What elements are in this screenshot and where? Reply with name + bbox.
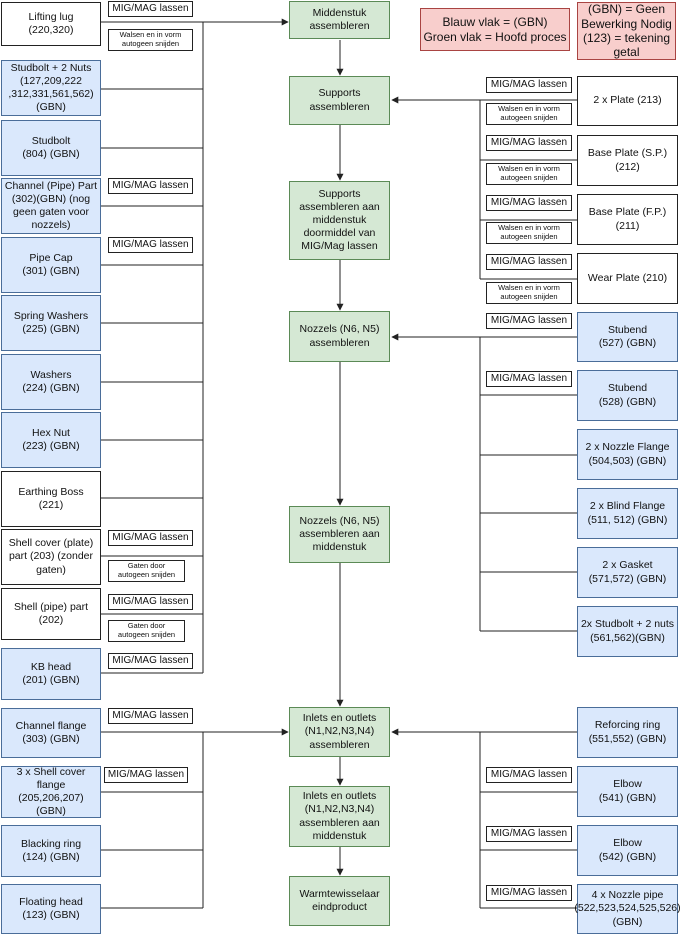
process-nozzels-aan-middenstuk: Nozzels (N6, N5) assembleren aan middens… <box>289 506 390 563</box>
label-mig-stubend-527: MIG/MAG lassen <box>486 313 572 329</box>
part-studbolt: Studbolt (804) (GBN) <box>1 120 101 176</box>
label-mig-channel-flange: MIG/MAG lassen <box>108 708 193 724</box>
part-hex-nut: Hex Nut (223) (GBN) <box>1 412 101 468</box>
process-inlets-outlets-aan-middenstuk: Inlets en outlets (N1,N2,N3,N4) assemble… <box>289 786 390 847</box>
label-mig-elbow-541: MIG/MAG lassen <box>486 767 572 783</box>
part-reforcing-ring: Reforcing ring (551,552) (GBN) <box>577 707 678 758</box>
label-walsen-plate: Walsen en in vorm autogeen snijden <box>486 103 572 125</box>
label-mig-base-plate-fp: MIG/MAG lassen <box>486 195 572 211</box>
part-nozzle-pipe: 4 x Nozzle pipe (522,523,524,525,526) (G… <box>574 884 680 934</box>
process-warmtewisselaar-eindproduct: Warmtewisselaar eindproduct <box>289 876 390 926</box>
label-mig-wear-plate: MIG/MAG lassen <box>486 254 572 270</box>
label-walsen-base-plate-fp: Walsen en in vorm autogeen snijden <box>486 222 572 244</box>
label-mig-lifting-lug: MIG/MAG lassen <box>108 1 193 17</box>
label-gaten-shell-cover: Gaten door autogeen snijden <box>108 560 185 582</box>
label-walsen-wear-plate: Walsen en in vorm autogeen snijden <box>486 282 572 304</box>
label-mig-pipe-cap: MIG/MAG lassen <box>108 237 193 253</box>
label-mig-plate: MIG/MAG lassen <box>486 77 572 93</box>
part-studbolt-2-nuts: 2x Studbolt + 2 nuts (561,562)(GBN) <box>577 606 678 657</box>
part-wear-plate: Wear Plate (210) <box>577 253 678 304</box>
process-supports-assembleren: Supports assembleren <box>289 76 390 125</box>
label-walsen-lifting-lug: Walsen en in vorm autogeen snijden <box>108 29 193 51</box>
part-shell-pipe: Shell (pipe) part (202) <box>1 588 101 640</box>
label-mig-stubend-528: MIG/MAG lassen <box>486 371 572 387</box>
part-base-plate-sp: Base Plate (S.P.) (212) <box>577 135 678 186</box>
part-channel-flange: Channel flange (303) (GBN) <box>1 708 101 758</box>
label-gaten-shell-pipe: Gaten door autogeen snijden <box>108 620 185 642</box>
part-gasket: 2 x Gasket (571,572) (GBN) <box>577 547 678 598</box>
part-blind-flange: 2 x Blind Flange (511, 512) (GBN) <box>577 488 678 539</box>
part-kb-head: KB head (201) (GBN) <box>1 648 101 700</box>
part-shell-cover-plate: Shell cover (plate) part (203) (zonder g… <box>1 529 101 585</box>
part-washers: Washers (224) (GBN) <box>1 354 101 410</box>
part-lifting-lug: Lifting lug (220,320) <box>1 2 101 46</box>
part-studbolt-nuts: Studbolt + 2 Nuts (127,209,222 ,312,331,… <box>1 60 101 116</box>
label-mig-elbow-542: MIG/MAG lassen <box>486 826 572 842</box>
part-2x-plate: 2 x Plate (213) <box>577 76 678 126</box>
legend-notes-box: (GBN) = Geen Bewerking Nodig (123) = tek… <box>577 2 676 60</box>
part-nozzle-flange: 2 x Nozzle Flange (504,503) (GBN) <box>577 429 678 480</box>
label-mig-kb-head: MIG/MAG lassen <box>108 653 193 669</box>
part-floating-head: Floating head (123) (GBN) <box>1 884 101 934</box>
process-nozzels-assembleren: Nozzels (N6, N5) assembleren <box>289 311 390 362</box>
part-stubend-527: Stubend (527) (GBN) <box>577 312 678 362</box>
process-inlets-outlets-assembleren: Inlets en outlets (N1,N2,N3,N4) assemble… <box>289 707 390 757</box>
process-supports-aan-middenstuk: Supports assembleren aan middenstuk door… <box>289 181 390 260</box>
part-blacking-ring: Blacking ring (124) (GBN) <box>1 825 101 877</box>
label-mig-shell-cover: MIG/MAG lassen <box>108 530 193 546</box>
label-mig-shell-cover-flange: MIG/MAG lassen <box>104 767 188 783</box>
part-pipe-cap: Pipe Cap (301) (GBN) <box>1 237 101 293</box>
part-elbow-541: Elbow (541) (GBN) <box>577 766 678 817</box>
part-stubend-528: Stubend (528) (GBN) <box>577 370 678 421</box>
label-mig-nozzle-pipe: MIG/MAG lassen <box>486 885 572 901</box>
part-channel-pipe: Channel (Pipe) Part (302)(GBN) (nog geen… <box>1 178 101 234</box>
part-earthing-boss: Earthing Boss (221) <box>1 471 101 527</box>
process-middenstuk-assembleren: Middenstuk assembleren <box>289 1 390 39</box>
label-mig-base-plate-sp: MIG/MAG lassen <box>486 135 572 151</box>
label-mig-channel-pipe: MIG/MAG lassen <box>108 178 193 194</box>
part-spring-washers: Spring Washers (225) (GBN) <box>1 295 101 351</box>
part-shell-cover-flange: 3 x Shell cover flange (205,206,207) (GB… <box>1 766 101 818</box>
legend-colors-box: Blauw vlak = (GBN) Groen vlak = Hoofd pr… <box>420 8 570 51</box>
label-mig-shell-pipe: MIG/MAG lassen <box>108 594 193 610</box>
part-base-plate-fp: Base Plate (F.P.) (211) <box>577 194 678 245</box>
label-walsen-base-plate-sp: Walsen en in vorm autogeen snijden <box>486 163 572 185</box>
part-elbow-542: Elbow (542) (GBN) <box>577 825 678 876</box>
